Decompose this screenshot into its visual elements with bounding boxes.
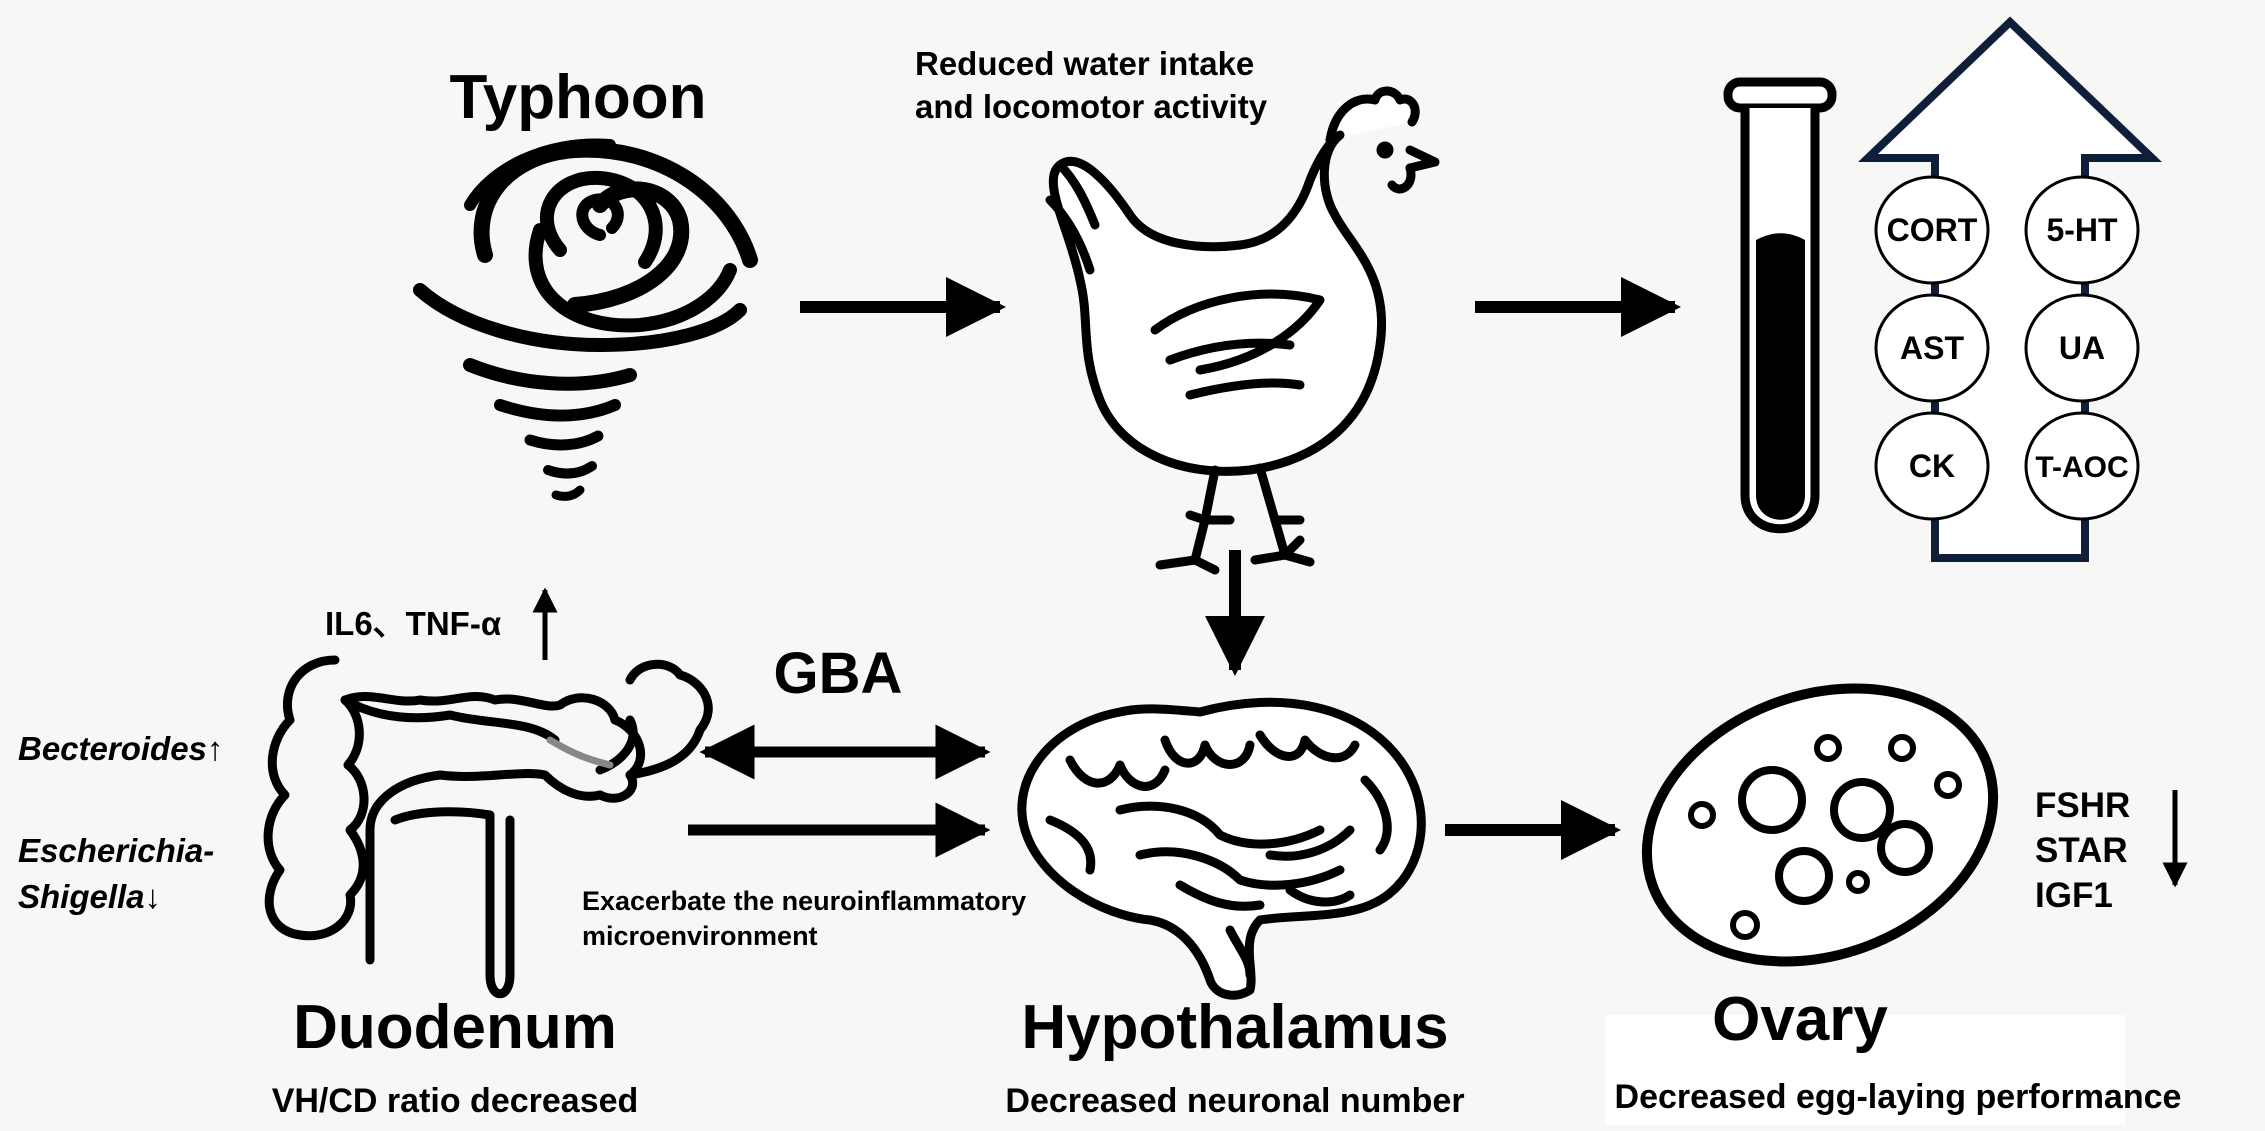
typhoon-swirl-icon xyxy=(413,138,758,501)
serum-marker-label: UA xyxy=(2059,330,2105,366)
serum-marker-label: CORT xyxy=(1887,212,1978,248)
serum-marker-oval xyxy=(1874,175,1990,285)
serum-marker-oval xyxy=(2024,411,2140,521)
duodenum-title: Duodenum xyxy=(293,993,617,1062)
serum-marker-label: T-AOC xyxy=(2035,451,2128,484)
escherichia-label-line1: Escherichia- xyxy=(18,832,214,869)
serum-marker-ck: CK xyxy=(1874,411,1990,521)
blood-test-tube-icon xyxy=(1723,77,1837,534)
serum-marker-oval xyxy=(1874,293,1990,403)
serum-marker-ast: AST xyxy=(1874,293,1990,403)
escherichia-label-line2: Shigella↓ xyxy=(18,878,161,915)
hen-icon xyxy=(1045,86,1440,575)
serum-marker-t-aoc: T-AOC xyxy=(2024,411,2140,521)
serum-marker-oval xyxy=(2024,293,2140,403)
hypothalamus-title: Hypothalamus xyxy=(1021,993,1448,1062)
reduced-intake-line1: Reduced water intake xyxy=(915,45,1254,82)
cytokine-label: IL6、TNF-α xyxy=(325,605,501,642)
serum-marker-label: CK xyxy=(1909,448,1955,484)
duodenum-subtitle: VH/CD ratio decreased xyxy=(272,1082,639,1120)
serum-markers-up-panel: CORT 5-HT AST UA CK T-AOC xyxy=(1858,16,2162,562)
reduced-intake-line2: and locomotor activity xyxy=(915,88,1268,125)
serum-marker-label: 5-HT xyxy=(2046,212,2118,248)
ovary-follicles-icon xyxy=(1641,683,1999,967)
ovary-gene-igf1: IGF1 xyxy=(2035,876,2113,915)
serum-marker-cort: CORT xyxy=(1874,175,1990,285)
serum-marker-5-ht: 5-HT xyxy=(2024,175,2140,285)
brain-icon xyxy=(1017,697,1426,1000)
gba-label: GBA xyxy=(774,641,903,706)
ovary-label-backdrop xyxy=(1605,1015,2125,1125)
typhoon-title: Typhoon xyxy=(449,63,706,132)
serum-marker-label: AST xyxy=(1900,330,1964,366)
hypothalamus-subtitle: Decreased neuronal number xyxy=(1005,1082,1464,1120)
serum-marker-ua: UA xyxy=(2024,293,2140,403)
exacerbate-line2: microenvironment xyxy=(582,921,818,951)
serum-marker-oval xyxy=(2024,175,2140,285)
ovary-gene-star: STAR xyxy=(2035,831,2128,870)
exacerbate-line1: Exacerbate the neuroinflammatory xyxy=(582,886,1026,916)
ovary-subtitle: Decreased egg-laying performance xyxy=(1615,1078,2182,1116)
serum-marker-oval xyxy=(1874,411,1990,521)
ovary-title: Ovary xyxy=(1712,985,1888,1054)
intestine-icon xyxy=(263,655,713,999)
bacteroides-label: Becteroides↑ xyxy=(18,730,223,767)
ovary-gene-fshr: FSHR xyxy=(2035,786,2130,825)
